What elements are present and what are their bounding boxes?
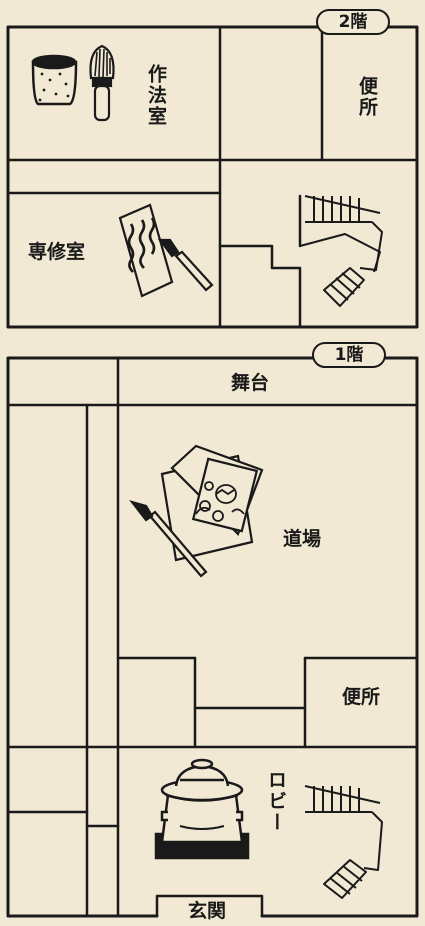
room-dojo-label: 道場	[283, 528, 322, 550]
room-lobby-label: ロビー	[265, 770, 287, 833]
floor1-badge: 1階	[312, 342, 386, 368]
calligraphy-paper-icon	[118, 203, 174, 298]
tea-bowl-icon	[31, 54, 78, 106]
room-senshushitsu-label: 専修室	[28, 241, 86, 263]
pot-icon	[154, 758, 250, 860]
tea-whisk-icon	[89, 44, 115, 122]
floor2-badge: 2階	[316, 9, 390, 35]
room-sahoushitsu-label: 作法室	[145, 64, 167, 127]
room-benjo-1f-label: 便所	[342, 686, 381, 708]
paintings-icon	[160, 444, 264, 562]
floor1-outline	[6, 356, 419, 918]
stairs-icon	[299, 195, 383, 307]
stairs-icon	[304, 785, 383, 899]
room-butai-label: 舞台	[231, 372, 270, 394]
room-benjo-2f-label: 便所	[356, 76, 378, 118]
brush-icon	[157, 238, 214, 292]
room-genkan-label: 玄関	[188, 900, 227, 922]
floor2-outline	[6, 25, 419, 329]
brush-icon	[129, 500, 208, 578]
